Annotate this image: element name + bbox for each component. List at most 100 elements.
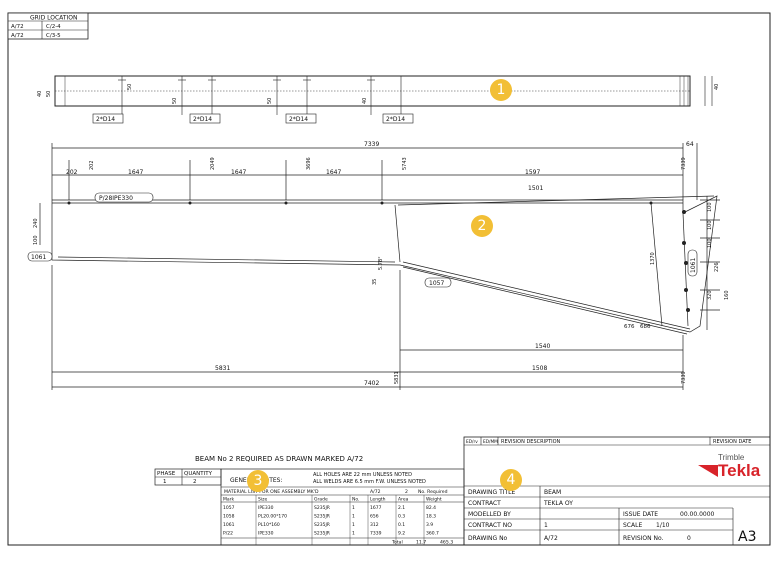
grid-location-table: GRID LOCATION A/72 C/2-4 A/72 C/3-5 [7, 12, 89, 40]
contract-no-label: CONTRACT NO [468, 522, 512, 529]
total-area: 11.7 [416, 540, 426, 546]
dim-label: 1647 [128, 169, 143, 176]
material-count: 2 [405, 489, 408, 495]
dim-label: 1647 [326, 169, 341, 176]
material-cell: 1 [352, 514, 355, 520]
material-cell: PL10*160 [258, 522, 280, 528]
material-cell: 1 [352, 505, 355, 511]
dim-label: 64 [686, 141, 694, 148]
rev-col: ED/rv [466, 439, 478, 445]
sheet-border [7, 12, 771, 546]
material-required: No. Required [418, 489, 448, 495]
quantity-header: QUANTITY [184, 471, 213, 477]
sheet-size: A3 [738, 529, 756, 545]
drawing-no-label: DRAWING No [468, 535, 508, 542]
dim-label: 100 [707, 220, 713, 230]
callout-marker: 3 [247, 470, 269, 492]
material-header-cell: Weight [426, 497, 442, 503]
revision-date: REVISION DATE [713, 439, 751, 445]
grid-cell: A/72 [11, 33, 24, 39]
dim-label: 1647 [231, 169, 246, 176]
grid-cell: C/2-4 [46, 24, 61, 30]
grid-cell: C/3-5 [46, 33, 61, 39]
part-label: P/28IPE330 [99, 195, 133, 202]
material-cell: 18.3 [426, 514, 436, 520]
dim-label: 226 [714, 262, 720, 272]
angle-label: 5.78° [378, 256, 384, 270]
plate-label: 1061 [690, 258, 697, 273]
material-cell: 2.1 [398, 505, 405, 511]
material-cell: S235JR [314, 531, 330, 537]
dim-label: 1501 [528, 185, 543, 192]
slope-label: 35 [372, 279, 378, 285]
contract-label: CONTRACT [468, 500, 501, 507]
material-cell: 1061 [223, 522, 235, 528]
drawing-title-value: BEAM [544, 489, 561, 496]
rev-col: ED/MM [483, 439, 498, 445]
dim-label: 50 [127, 84, 133, 90]
material-header-cell: Area [398, 497, 409, 503]
scale-label: SCALE [623, 522, 642, 529]
grid-cell: A/72 [11, 24, 24, 30]
material-header-cell: Grade [314, 497, 328, 503]
dim-overall: 7339 [364, 141, 379, 148]
material-cell: 9.2 [398, 531, 405, 537]
total-label: Total [391, 540, 403, 546]
grid-header: GRID LOCATION [30, 15, 77, 22]
dim-label: 202 [66, 169, 78, 176]
dim-label: 160 [724, 290, 730, 300]
material-title: MATERIAL LIST FOR ONE ASSEMBLY MK'D [224, 489, 319, 495]
front-view [39, 143, 720, 390]
material-header-cell: Mark [223, 497, 234, 503]
material-cell: IPE330 [258, 505, 274, 511]
material-mark: A/72 [370, 489, 381, 495]
material-cell: 656 [370, 514, 379, 520]
dim-label: 5831 [215, 365, 230, 372]
dim-label: 1370 [650, 252, 656, 265]
issue-date-label: ISSUE DATE [623, 511, 658, 518]
title-area: BEAM No 2 REQUIRED AS DRAWN MARKED A/72 … [154, 436, 771, 546]
material-cell: 1 [352, 522, 355, 528]
plate-label: 1061 [31, 254, 46, 261]
contract-no-value: 1 [544, 522, 548, 529]
dim-label: 240 [33, 218, 39, 228]
dim-label: 50 [172, 98, 178, 104]
material-cell: S235JR [314, 514, 330, 520]
material-cell: 312 [370, 522, 379, 528]
front-view-labels: 7339 64 202 1647 1647 1647 1597 202 2049… [27, 141, 730, 387]
dim-label: 100 [33, 235, 39, 245]
material-cell: P/22 [223, 531, 233, 537]
phase-header: PHASE [157, 471, 176, 477]
tekla-logo: Trimble Tekla [696, 453, 770, 481]
dim-label: 1508 [532, 365, 547, 372]
hole-label: 2*D14 [386, 116, 405, 123]
phase-value: 1 [163, 479, 167, 485]
material-cell: 1677 [370, 505, 382, 511]
modelled-by-label: MODELLED BY [468, 511, 511, 518]
dim-label: 40 [37, 91, 43, 97]
hole-label: 2*D14 [96, 116, 115, 123]
callout-marker: 4 [500, 469, 522, 491]
material-cell: PL20.00*170 [258, 514, 287, 520]
material-cell: 7339 [370, 531, 382, 537]
material-cell: 1058 [223, 514, 235, 520]
drawing-no-value: A/72 [544, 535, 558, 542]
material-cell: S235JR [314, 522, 330, 528]
material-header-cell: No. [352, 497, 359, 503]
dim-label: 50 [46, 91, 52, 97]
note-holes: ALL HOLES ARE 22 mm UNLESS NOTED [313, 472, 412, 478]
dim-label: 1540 [535, 343, 550, 350]
material-cell: 1 [352, 531, 355, 537]
material-cell: S235JR [314, 505, 330, 511]
dim-label: 7339 [681, 371, 687, 384]
bolt-dots [67, 201, 690, 312]
revision-no-value: 0 [687, 535, 691, 542]
dim-label: 202 [89, 160, 95, 170]
hole-label: 2*D14 [289, 116, 308, 123]
dim-label: 3696 [306, 157, 312, 170]
material-cell: 1057 [223, 505, 235, 511]
dim-label: 2049 [210, 157, 216, 170]
plate-label: 1057 [429, 280, 444, 287]
material-cell: 0.3 [398, 514, 405, 520]
logo-brand-small: Trimble [718, 453, 745, 462]
